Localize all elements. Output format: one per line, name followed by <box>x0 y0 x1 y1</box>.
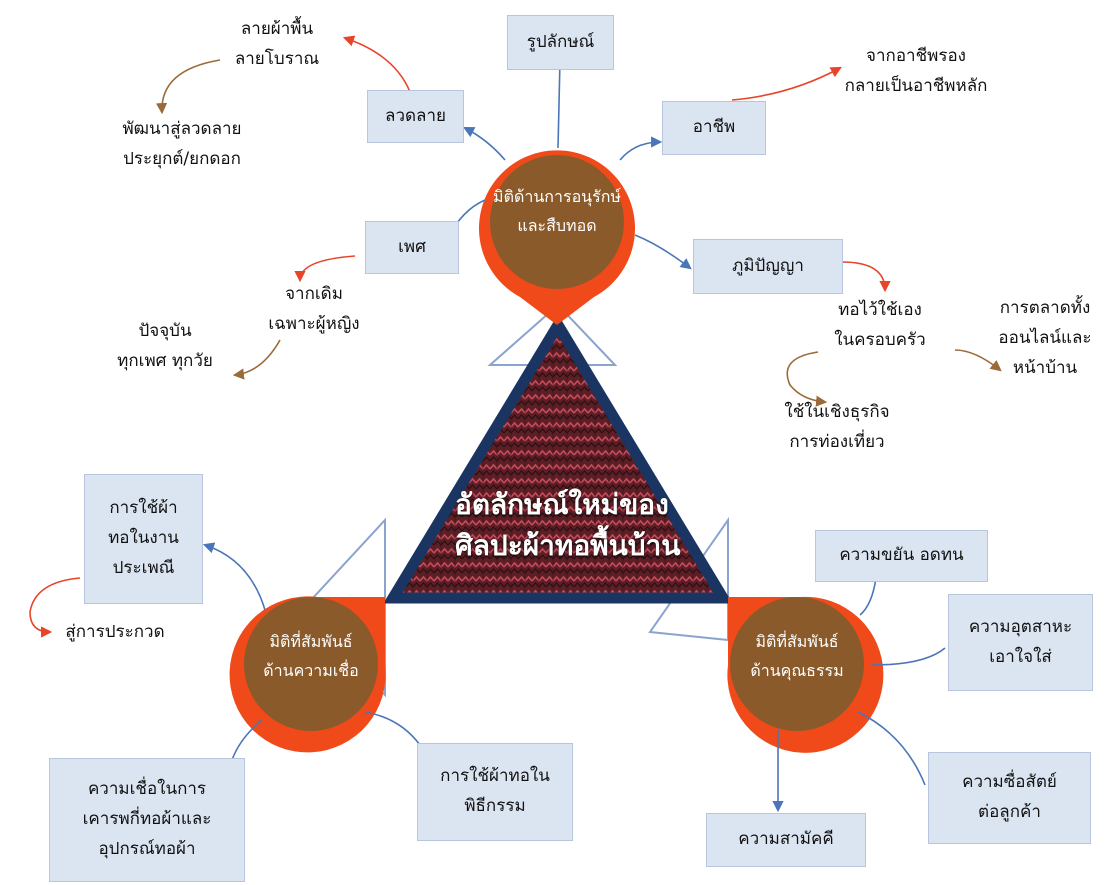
hub-top-shape <box>478 150 635 325</box>
box-tradition: การใช้ผ้า ทอในงาน ประเพณี <box>84 474 203 604</box>
box-form-label: รูปลักษณ์ <box>526 31 595 52</box>
note-wisdom-market-line1: การตลาดทั้ง <box>999 298 1091 318</box>
box-career: อาชีพ <box>662 101 766 155</box>
note-wisdom-home: ทอไว้ใช้เอง ในครอบครัว <box>810 296 950 356</box>
hub-top-line1: มิติด้านการอนุรักษ์ <box>493 187 621 206</box>
box-honest-line1: ความซื่อสัตย์ <box>962 772 1057 793</box>
arrow-to-career <box>619 136 663 161</box>
note-gender-old-line2: เฉพาะผู้หญิง <box>268 313 360 334</box>
note-wisdom-home-line2: ในครอบครัว <box>834 329 926 350</box>
line-to-ritual <box>364 711 421 746</box>
box-tradition-line3: ประเพณี <box>112 557 175 578</box>
line-to-belief <box>231 719 263 761</box>
hub-left-label: มิติที่สัมพันธ์ ด้านความเชื่อ <box>236 628 386 686</box>
box-belief-line3: อุปกรณ์ทอผ้า <box>98 838 196 859</box>
note-pattern-new: พัฒนาสู่ลวดลาย ประยุกต์/ยกดอก <box>102 115 262 175</box>
box-ritual-line1: การใช้ผ้าทอใน <box>440 766 550 787</box>
arrow-old-to-new <box>155 59 221 115</box>
hub-top-label: มิติด้านการอนุรักษ์ และสืบทอด <box>477 183 637 241</box>
arrow-tradition-to-contest <box>29 577 81 638</box>
line-to-attentive <box>871 647 946 666</box>
note-gender-now: ปัจจุบัน ทุกเพศ ทุกวัย <box>95 317 235 377</box>
box-career-label: อาชีพ <box>692 117 736 138</box>
note-wisdom-market-line3: หน้าบ้าน <box>1012 357 1078 378</box>
hub-right-line1: มิติที่สัมพันธ์ <box>755 632 839 651</box>
center-title-line1: อัตลักษณ์ใหม่ของ <box>455 488 669 521</box>
box-unity-label: ความสามัคคี <box>738 829 834 850</box>
note-wisdom-market: การตลาดทั้ง ออนไลน์และ หน้าบ้าน <box>985 294 1105 383</box>
box-tradition-line2: ทอในงาน <box>108 528 179 549</box>
note-wisdom-home-line1: ทอไว้ใช้เอง <box>838 300 922 320</box>
hub-right-label: มิติที่สัมพันธ์ ด้านคุณธรรม <box>722 628 872 686</box>
hub-top-line2: และสืบทอด <box>517 215 597 235</box>
arrow-to-form <box>554 57 566 149</box>
note-wisdom-market-line2: ออนไลน์และ <box>998 327 1092 348</box>
arrow-wisdom-to-home <box>841 261 891 293</box>
note-career: จากอาชีพรอง กลายเป็นอาชีพหลัก <box>822 42 1010 102</box>
arrow-to-tradition <box>202 542 266 611</box>
note-pattern-old-line2: ลายโบราณ <box>234 48 320 69</box>
arrow-home-to-market <box>954 349 1002 372</box>
note-contest: สู่การประกวด <box>54 618 176 648</box>
note-wisdom-business-line1: ใช้ในเชิงธุรกิจ <box>784 402 890 422</box>
note-contest-line1: สู่การประกวด <box>65 622 165 642</box>
box-ritual: การใช้ผ้าทอใน พิธีกรรม <box>417 743 573 841</box>
note-career-line2: กลายเป็นอาชีพหลัก <box>844 75 988 96</box>
box-ritual-line2: พิธีกรรม <box>464 796 526 816</box>
hub-right-line2: ด้านคุณธรรม <box>750 660 844 680</box>
note-pattern-old: ลายผ้าพื้น ลายโบราณ <box>212 15 342 75</box>
box-belief: ความเชื่อในการ เคารพกี่ทอผ้าและ อุปกรณ์ท… <box>49 758 245 882</box>
arrow-gender-to-old <box>294 255 356 283</box>
box-attentive: ความอุตสาหะ เอาใจใส่ <box>948 594 1093 691</box>
note-pattern-old-line1: ลายผ้าพื้น <box>240 19 314 39</box>
box-tradition-line1: การใช้ผ้า <box>109 498 178 519</box>
box-belief-line1: ความเชื่อในการ <box>87 779 207 800</box>
hub-left-line1: มิติที่สัมพันธ์ <box>269 632 353 651</box>
arrow-genderold-to-now <box>232 339 281 380</box>
arrow-career-to-note <box>731 66 842 101</box>
line-to-diligence <box>859 577 877 616</box>
box-pattern: ลวดลาย <box>367 90 464 143</box>
arrow-to-pattern <box>463 126 506 161</box>
box-honest-line2: ต่อลูกค้า <box>978 802 1041 822</box>
note-gender-now-line1: ปัจจุบัน <box>138 321 192 341</box>
note-pattern-new-line1: พัฒนาสู่ลวดลาย <box>122 119 242 139</box>
center-triangle <box>383 314 733 604</box>
box-attentive-line1: ความอุตสาหะ <box>968 616 1073 637</box>
center-title: อัตลักษณ์ใหม่ของ ศิลปะผ้าทอพื้นบ้าน <box>455 485 681 566</box>
arrow-to-wisdom <box>634 234 692 270</box>
arrow-home-to-business <box>786 351 828 407</box>
box-diligence-label: ความขยัน อดทน <box>839 545 964 566</box>
note-career-line1: จากอาชีพรอง <box>866 46 966 66</box>
box-honest: ความซื่อสัตย์ ต่อลูกค้า <box>928 752 1091 844</box>
note-wisdom-business-line2: การท่องเที่ยว <box>789 431 885 452</box>
box-diligence: ความขยัน อดทน <box>815 530 988 582</box>
note-pattern-new-line2: ประยุกต์/ยกดอก <box>123 148 241 169</box>
box-belief-line2: เคารพกี่ทอผ้าและ <box>82 809 212 830</box>
note-gender-old: จากเดิม เฉพาะผู้หญิง <box>252 280 376 340</box>
note-gender-now-line2: ทุกเพศ ทุกวัย <box>117 350 213 371</box>
box-wisdom: ภูมิปัญญา <box>693 239 843 294</box>
box-pattern-label: ลวดลาย <box>385 105 446 126</box>
box-wisdom-label: ภูมิปัญญา <box>732 255 804 276</box>
hub-right-shape <box>727 596 884 753</box>
box-form: รูปลักษณ์ <box>507 15 614 70</box>
box-gender: เพศ <box>365 221 459 274</box>
note-wisdom-business: ใช้ในเชิงธุรกิจ การท่องเที่ยว <box>762 398 912 458</box>
box-attentive-line2: เอาใจใส่ <box>989 646 1052 667</box>
hub-left-line2: ด้านความเชื่อ <box>263 660 359 680</box>
hub-left-shape <box>229 596 386 753</box>
box-gender-label: เพศ <box>398 236 426 257</box>
arrow-pattern-to-old <box>342 35 411 93</box>
line-to-honest <box>857 711 926 786</box>
box-unity: ความสามัคคี <box>706 813 866 867</box>
center-title-line2: ศิลปะผ้าทอพื้นบ้าน <box>455 528 681 562</box>
note-gender-old-line1: จากเดิม <box>285 284 343 304</box>
